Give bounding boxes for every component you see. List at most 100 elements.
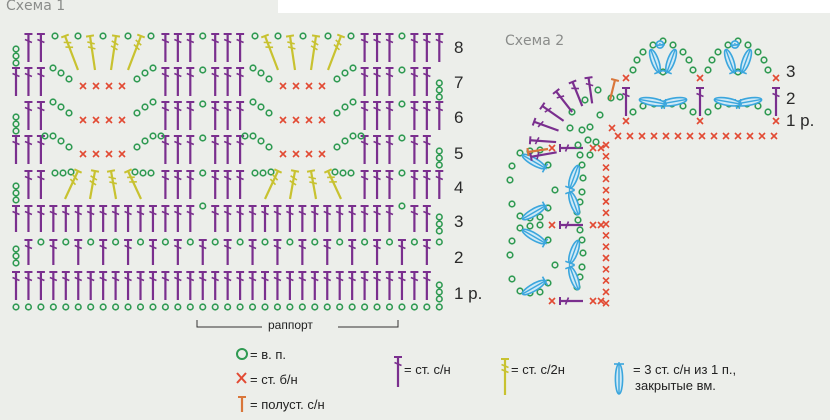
chain-stitch-icon	[568, 108, 576, 116]
double-crochet-icon	[211, 135, 220, 164]
stitch-tick	[269, 178, 277, 186]
double-crochet-icon	[261, 271, 269, 300]
double-crochet-icon	[49, 271, 58, 300]
chain-stitch-icon	[12, 189, 20, 197]
single-crochet-icon	[118, 116, 126, 124]
single-crochet-icon	[602, 141, 610, 149]
treble-crochet-icon	[123, 168, 142, 200]
double-crochet-icon	[161, 170, 170, 199]
chain-stitch-icon	[578, 126, 586, 134]
stitch-tick	[186, 72, 195, 78]
double-crochet-icon	[298, 271, 307, 300]
double-crochet-icon	[373, 67, 382, 96]
stitch-tick	[136, 210, 145, 216]
stitch-tick	[287, 41, 295, 45]
chain-stitch-icon	[435, 303, 443, 311]
stitch-post	[587, 77, 594, 104]
chain-stitch-icon	[224, 303, 232, 311]
sc-stroke	[318, 150, 326, 158]
stitch-tick	[37, 175, 45, 181]
double-crochet-icon	[223, 67, 232, 96]
stitch-tick	[223, 244, 232, 250]
double-crochet-icon	[385, 135, 394, 164]
chain-stitch-icon	[714, 48, 722, 56]
double-crochet-icon	[223, 239, 232, 265]
stitch-top-bar	[73, 168, 83, 174]
stitch-top-bar	[336, 33, 346, 39]
stitch-tick	[309, 181, 317, 185]
sc-stroke	[92, 82, 100, 90]
cluster-top	[541, 163, 549, 173]
single-crochet-icon	[597, 144, 605, 152]
legend-hdc: = полуст. с/н	[250, 397, 325, 412]
treble-crochet-icon	[288, 169, 300, 200]
sc-stroke	[772, 117, 780, 125]
chain-stitch-icon	[323, 303, 331, 311]
chain-stitch-icon	[261, 303, 269, 311]
double-crochet-icon	[223, 33, 232, 62]
single-crochet-icon	[602, 152, 610, 160]
stitch-tick	[211, 175, 220, 181]
chain-stitch-icon	[398, 66, 406, 74]
chain-stitch-icon	[764, 66, 772, 74]
stitch-tick	[61, 276, 70, 282]
stitch-tick	[110, 45, 118, 51]
scheme1-row-label: 5	[454, 144, 464, 163]
double-crochet-icon	[49, 205, 58, 232]
stitch-post	[527, 147, 549, 154]
single-crochet-icon	[602, 254, 610, 262]
stitch-tick	[394, 361, 402, 367]
cluster-top	[654, 43, 666, 47]
chain-stitch-icon	[435, 281, 443, 289]
stitch-tick	[37, 210, 45, 216]
chain-stitch-icon	[435, 288, 443, 296]
stitch-tick	[174, 210, 182, 216]
half-double-crochet-icon	[608, 78, 620, 101]
sc-stroke	[696, 117, 704, 125]
double-crochet-icon	[223, 205, 232, 232]
chain-stitch-icon	[12, 59, 20, 67]
stitch-tick	[12, 276, 20, 282]
double-crochet-icon	[273, 239, 282, 265]
chain-stitch-icon	[508, 237, 516, 245]
legend-dc: = ст. с/н	[404, 362, 451, 377]
stitch-tick	[186, 106, 195, 112]
stitch-tick	[423, 276, 431, 282]
stitch-tick	[373, 276, 381, 282]
single-crochet-icon	[602, 175, 610, 183]
sc-stroke	[589, 221, 597, 229]
sc-stroke	[626, 132, 634, 140]
stitch-tick	[37, 106, 45, 112]
double-crochet-icon	[223, 101, 232, 130]
stitch-tick	[289, 180, 297, 186]
stitch-top-bar	[111, 34, 121, 38]
double-crochet-icon	[298, 239, 307, 265]
chain-stitch-icon	[147, 169, 155, 177]
stitch-tick	[373, 244, 381, 250]
stitch-tick	[161, 72, 170, 78]
chain-stitch-icon	[111, 303, 120, 311]
chain-stitch-icon	[141, 69, 149, 77]
sc-stroke	[770, 132, 778, 140]
chain-stitch-icon	[24, 303, 33, 311]
sc-stroke	[622, 117, 630, 125]
double-crochet-icon	[161, 33, 170, 62]
chain-stitch-icon	[754, 48, 762, 56]
legend-cluster-1: = 3 ст. с/н из 1 п.,	[633, 362, 737, 377]
stitch-tick	[90, 175, 98, 181]
double-crochet-icon	[186, 170, 195, 199]
double-crochet-icon	[410, 135, 419, 164]
chain-stitch-icon	[12, 196, 20, 204]
treble-crochet-icon	[64, 168, 83, 200]
double-crochet-icon	[24, 33, 33, 62]
stitch-post	[264, 170, 279, 200]
cluster-icon	[521, 276, 549, 296]
legend-chain-icon	[236, 348, 248, 360]
stitch-top-bar	[610, 78, 620, 82]
stitch-top-bar	[584, 76, 593, 80]
stitch-tick	[24, 38, 33, 44]
double-crochet-icon	[360, 271, 369, 300]
chain-stitch-icon	[592, 138, 600, 146]
stitch-tick	[348, 276, 356, 282]
